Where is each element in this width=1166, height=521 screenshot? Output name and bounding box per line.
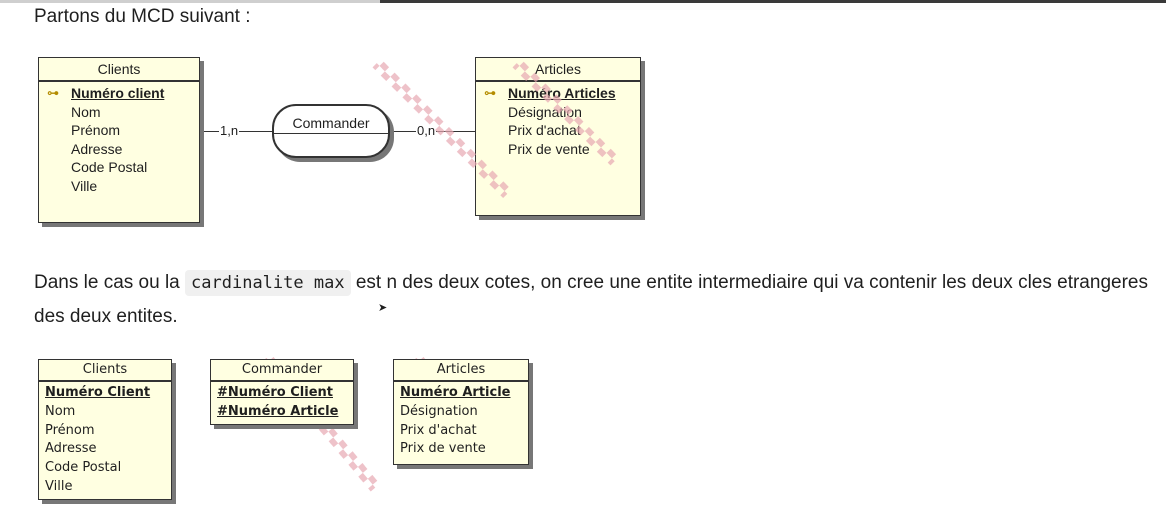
cardinality-left: 1,n xyxy=(219,123,240,138)
mouse-pointer-icon: ➤ xyxy=(378,302,388,314)
attribute: Ville xyxy=(71,177,98,194)
explanation-paragraph: Dans le cas ou la cardinalite max est n … xyxy=(34,266,1154,334)
attribute: Prix d'achat xyxy=(508,122,581,139)
key-icon: ⊶ xyxy=(47,86,59,100)
attribute: Prénom xyxy=(71,122,121,139)
attribute: Adresse xyxy=(71,140,123,157)
primary-key: Numéro Client xyxy=(45,385,151,400)
column: Code Postal xyxy=(45,460,122,476)
key-icon: ⊶ xyxy=(484,86,496,100)
top-border xyxy=(0,0,1166,3)
column: Adresse xyxy=(45,441,97,457)
table-title: Clients xyxy=(39,360,171,382)
column: Désignation xyxy=(400,403,478,419)
association-title: Commander xyxy=(274,106,388,134)
inline-code: cardinalite max xyxy=(185,270,351,296)
attribute: Code Postal xyxy=(71,159,148,176)
top-border-segment xyxy=(0,0,380,3)
paragraph-text-before: Dans le cas ou la xyxy=(34,272,186,293)
column: Prix d'achat xyxy=(400,422,477,438)
primary-key: ⊶Numéro client xyxy=(47,85,165,101)
column: Ville xyxy=(45,478,73,494)
entity-title: Articles xyxy=(476,58,640,82)
cardinality-right: 0,n xyxy=(416,123,437,138)
attribute: Nom xyxy=(71,103,101,120)
primary-key: ⊶Numéro Articles xyxy=(484,85,616,101)
paragraph-text-after: est n des deux cotes, on cree une entite… xyxy=(34,272,1148,327)
column: Prénom xyxy=(45,422,95,438)
mld-table-clients: Clients Numéro Client Nom Prénom Adresse… xyxy=(38,359,172,500)
attribute: Prix de vente xyxy=(508,140,590,157)
column: Nom xyxy=(45,403,76,419)
entity-title: Clients xyxy=(39,58,199,82)
mld-table-commander: Commander #Numéro Client #Numéro Article xyxy=(210,359,354,425)
mcd-entity-clients: Clients ⊶Numéro client Nom Prénom Adress… xyxy=(38,57,200,223)
mcd-entity-articles: Articles ⊶Numéro Articles Désignation Pr… xyxy=(475,57,641,216)
foreign-key: #Numéro Article xyxy=(217,403,339,419)
attribute: Désignation xyxy=(508,103,582,120)
table-title: Articles xyxy=(394,360,528,382)
column: Prix de vente xyxy=(400,441,486,457)
foreign-key: #Numéro Client xyxy=(217,385,333,400)
mcd-association-commander: Commander xyxy=(272,104,390,158)
table-title: Commander xyxy=(211,360,353,382)
primary-key: Numéro Article xyxy=(400,385,511,400)
mld-table-articles: Articles Numéro Article Désignation Prix… xyxy=(393,359,529,465)
intro-text: Partons du MCD suivant : xyxy=(34,6,251,27)
